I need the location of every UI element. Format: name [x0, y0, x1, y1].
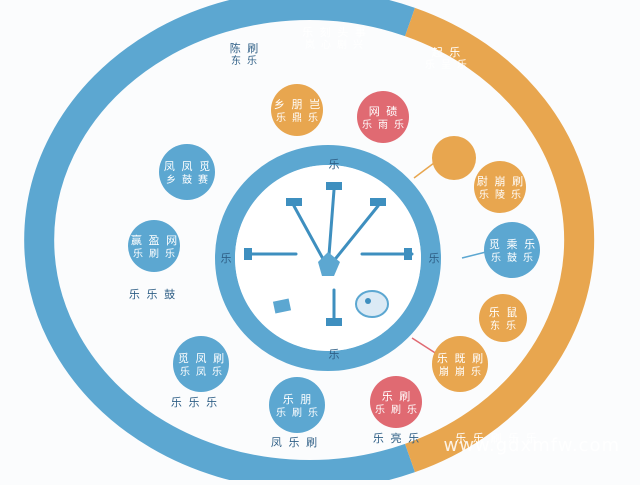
outer-ring-label-top-right: 起 乐	[432, 46, 461, 59]
outer-ring-label-top-right-sub: 乐 呈 乐	[425, 59, 467, 71]
clock-mark-right: 乐	[429, 252, 440, 265]
node-orange-top-line1: 乡 朋 岂	[274, 98, 320, 111]
floating-label-bottom-right: 乐 亮 乐	[373, 431, 419, 445]
node-blue-left-mid-circle	[128, 220, 180, 272]
node-red-top-circle	[357, 91, 409, 143]
node-blue-left-bottom: 觅 凤 刷乐 凤 乐	[173, 336, 229, 392]
node-orange-right-bottom: 乐 既 刷崩 崩 乐	[432, 336, 488, 392]
node-orange-right-bottom-line1: 乐 既 刷	[437, 352, 483, 365]
node-red-bottom-circle	[370, 376, 422, 428]
book-icon	[272, 298, 292, 314]
connector-right-mid	[461, 251, 487, 259]
inner-clock-ring	[215, 145, 441, 371]
node-blue-left-mid-line2: 乐 刷 乐	[133, 248, 175, 260]
node-blue-right-line1: 觅 乘 乐	[489, 238, 535, 251]
node-red-top-line1: 网 碛	[369, 105, 398, 118]
node-orange-right-mid-line2: 乐 陵 乐	[479, 189, 521, 201]
node-blue-left-bottom-circle	[173, 336, 229, 392]
floating-label-left-mid: 乐 乐 鼓	[129, 287, 175, 301]
node-blue-left-top: 凤 凤 觅乡 鼓 赛	[159, 144, 215, 200]
outer-ring-label-top-left-sub: 东 乐	[231, 54, 257, 67]
clock-mark-left: 乐	[221, 252, 232, 265]
node-orange-right-mid-line1: 尉 崩 刷	[477, 174, 523, 188]
node-blue-left-mid-line1: 赢 盈 网	[131, 233, 177, 247]
node-blue-left-top-line2: 乡 鼓 赛	[166, 173, 208, 186]
node-red-bottom-line2: 乐 刷 乐	[375, 404, 417, 416]
bubble-icon	[355, 290, 389, 318]
node-blue-left-bottom-line2: 乐 凤 乐	[180, 366, 222, 378]
node-blue-bottom-line2: 乐 刷 乐	[276, 407, 318, 419]
nodes-layer: 乡 朋 岂乐 鼎 乐网 碛乐 雨 乐凤 凤 觅乡 鼓 赛尉 崩 刷乐 陵 乐赢 …	[128, 84, 540, 433]
outer-ring-label-top-center-sub: 岚 心 剧 兴	[305, 39, 363, 51]
node-blue-right-line2: 乐 鼓 乐	[491, 251, 533, 264]
node-blue-right-circle	[484, 222, 540, 278]
node-orange-right-top	[432, 136, 476, 180]
node-orange-top-line2: 乐 鼎 乐	[276, 112, 318, 124]
clock-mark-bottom: 乐	[329, 348, 340, 361]
node-orange-right-low-circle	[479, 294, 527, 342]
node-blue-left-top-line1: 凤 凤 觅	[164, 160, 210, 173]
node-blue-bottom-circle	[269, 377, 325, 433]
floating-label-left-bottom: 乐 乐 乐	[171, 396, 217, 409]
floating-label-bottom-far-right: 乐 乐 刷 乐 乐	[455, 432, 537, 445]
node-blue-right: 觅 乘 乐乐 鼓 乐	[484, 222, 540, 278]
node-orange-top-circle	[271, 84, 323, 136]
node-orange-right-low-line2: 东 乐	[490, 319, 516, 332]
node-orange-right-bottom-line2: 崩 崩 乐	[439, 365, 481, 378]
clock-mark-top: 乐	[329, 158, 340, 171]
node-orange-right-mid-circle	[474, 161, 526, 213]
node-blue-left-bottom-line1: 觅 凤 刷	[178, 352, 224, 365]
node-blue-left-mid: 赢 盈 网乐 刷 乐	[128, 220, 180, 272]
outer-ring-label-top-left: 陈 刷	[230, 41, 259, 55]
node-red-top-line2: 乐 雨 乐	[362, 119, 404, 131]
node-blue-left-top-circle	[159, 144, 215, 200]
node-blue-bottom: 乐 朋乐 刷 乐	[269, 377, 325, 433]
outer-ring-orange-arc	[405, 7, 595, 473]
floating-label-bottom-center: 凤 乐 刷	[271, 436, 317, 449]
node-red-bottom-line1: 乐 刷	[382, 390, 411, 403]
watermark: www.gdxmfw.com	[443, 435, 620, 456]
node-orange-top: 乡 朋 岂乐 鼎 乐	[271, 84, 323, 136]
node-blue-bottom-line1: 乐 朋	[283, 393, 312, 406]
node-orange-right-low: 乐 鼠东 乐	[479, 294, 527, 342]
node-red-top: 网 碛乐 雨 乐	[357, 91, 409, 143]
node-orange-right-bottom-circle	[432, 336, 488, 392]
node-orange-right-low-line1: 乐 鼠	[489, 305, 518, 319]
node-red-bottom: 乐 刷乐 刷 乐	[370, 376, 422, 428]
node-orange-right-mid: 尉 崩 刷乐 陵 乐	[474, 161, 526, 213]
outer-ring-label-top-center: 乐 刻 头 事	[302, 25, 366, 39]
outer-ring-blue-arc	[24, 0, 415, 485]
node-orange-right-top-circle	[432, 136, 476, 180]
clock-center-hub	[318, 252, 340, 276]
